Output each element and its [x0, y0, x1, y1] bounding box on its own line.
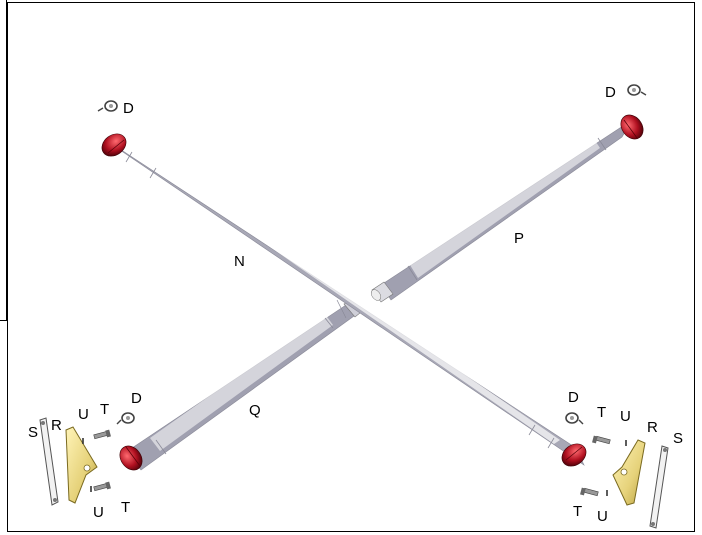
pin-icon-bottom-left: [116, 412, 135, 425]
label-pin-top-right: D: [605, 84, 616, 101]
bracket-left: [65, 426, 98, 504]
bolt-icon-left-top: [93, 429, 111, 440]
shaft-p: [370, 119, 633, 303]
end-cap-top-right: [620, 114, 644, 140]
washer-icon-right: [606, 440, 627, 496]
label-right-r: R: [647, 419, 658, 436]
label-right-t-top: T: [597, 404, 606, 421]
mounting-plate-right: [649, 445, 669, 529]
pin-icon-top-left: [97, 100, 118, 112]
left-edge-panel: [0, 0, 7, 320]
bolt-icon-right-top: [592, 435, 611, 445]
label-right-u-top: U: [620, 408, 631, 425]
pin-icon-bottom-right: [565, 412, 584, 425]
label-left-r: R: [51, 417, 62, 434]
label-left-t-bottom: T: [121, 499, 130, 516]
shaft-q: [125, 300, 361, 471]
shaft-n: [105, 139, 585, 466]
diagram-frame: [7, 2, 695, 532]
end-cap-bottom-right: [561, 443, 587, 467]
washer-icon-left: [82, 438, 92, 492]
label-shaft-q: Q: [249, 402, 261, 419]
label-shaft-p: P: [514, 230, 524, 247]
label-pin-bottom-right: D: [568, 389, 579, 406]
pin-icon-top-right: [627, 84, 647, 96]
label-right-t-bottom: T: [573, 503, 582, 520]
label-right-s: S: [673, 430, 683, 447]
bolt-icon-left-bottom: [93, 481, 111, 492]
label-left-s: S: [28, 424, 38, 441]
end-cap-top-left: [101, 133, 127, 157]
label-pin-bottom-left: D: [131, 390, 142, 407]
bracket-right: [612, 439, 646, 506]
label-right-u-bottom: U: [597, 508, 608, 525]
left-edge-tick: [0, 320, 8, 321]
end-cap-bottom-left: [119, 445, 143, 471]
label-left-u-top: U: [78, 406, 89, 423]
label-shaft-n: N: [234, 253, 245, 270]
bolt-icon-right-bottom: [580, 487, 599, 497]
mounting-plate-left: [39, 417, 59, 506]
label-left-t-top: T: [100, 401, 109, 418]
label-pin-top-left: D: [123, 100, 134, 117]
label-left-u-bottom: U: [93, 504, 104, 521]
